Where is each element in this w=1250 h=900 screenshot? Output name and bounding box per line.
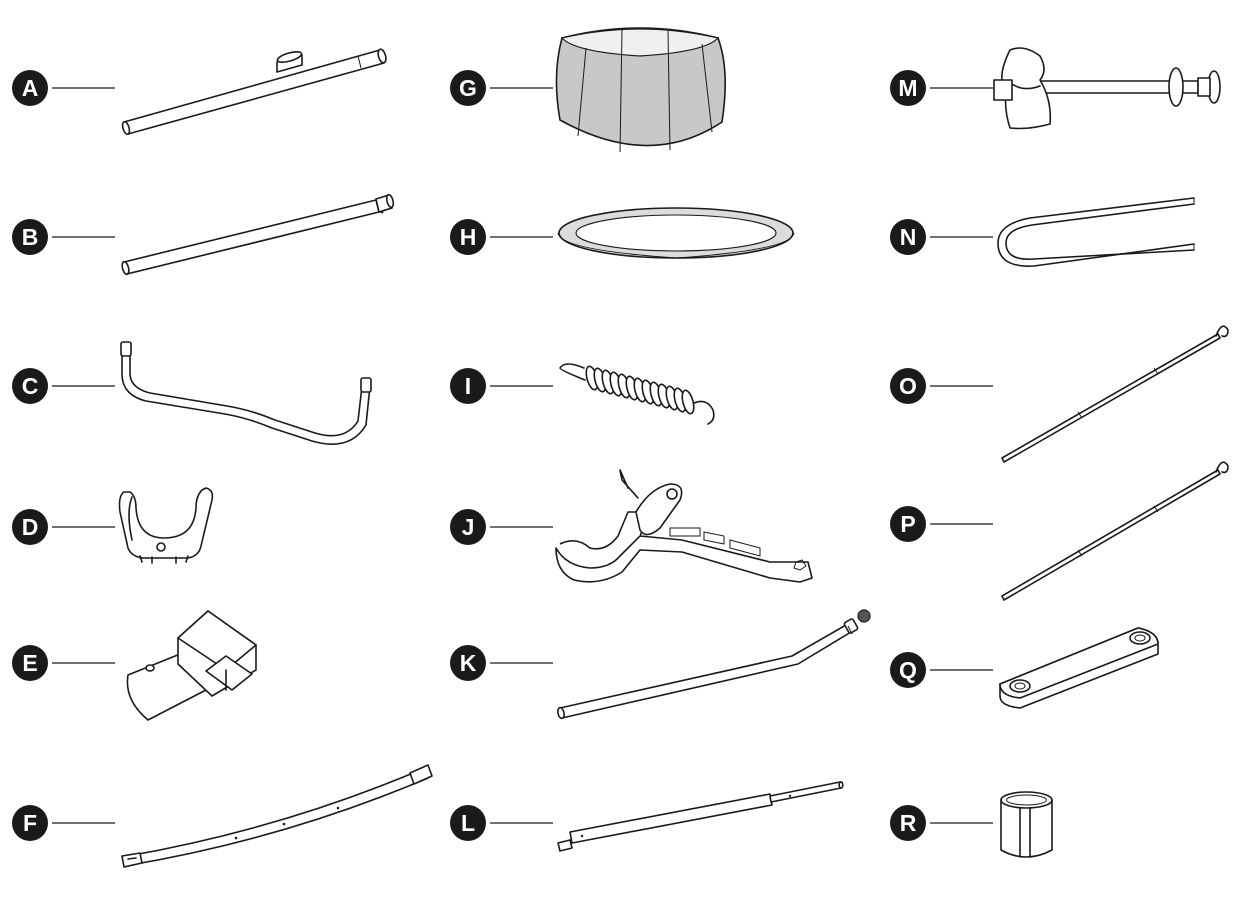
spring-puller-tool-icon	[555, 469, 813, 583]
straight-top-tube-icon	[121, 193, 395, 276]
part-label-d: D	[12, 509, 115, 545]
svg-text:D: D	[22, 514, 39, 540]
svg-text:M: M	[898, 75, 917, 101]
part-label-q: Q	[890, 652, 993, 688]
svg-text:Q: Q	[899, 657, 917, 683]
part-label-m: M	[890, 70, 993, 106]
part-label-k: K	[450, 645, 553, 681]
svg-text:L: L	[461, 810, 475, 836]
part-label-n: N	[890, 219, 993, 255]
svg-text:C: C	[22, 373, 39, 399]
top-rail-tube-with-socket-icon	[121, 48, 387, 136]
u-clip-icon	[118, 487, 214, 564]
svg-text:K: K	[460, 650, 477, 676]
part-label-c: C	[12, 368, 115, 404]
part-label-r: R	[890, 805, 993, 841]
svg-text:N: N	[900, 224, 917, 250]
part-label-h: H	[450, 219, 553, 255]
bolt-with-sleeve-and-washer-icon	[993, 47, 1221, 130]
part-label-j: J	[450, 509, 553, 545]
bent-pole-with-cap-icon	[557, 609, 871, 720]
u-shaped-rod-icon	[997, 197, 1195, 267]
safety-net-enclosure-icon	[555, 27, 726, 153]
svg-text:E: E	[22, 650, 37, 676]
svg-text:J: J	[462, 514, 475, 540]
part-label-f: F	[12, 805, 115, 841]
long-rod-with-hook-icon	[1001, 461, 1229, 601]
part-label-a: A	[12, 70, 115, 106]
part-label-o: O	[890, 368, 993, 404]
svg-text:H: H	[460, 224, 477, 250]
long-rod-with-hook-icon	[1001, 325, 1229, 463]
part-label-e: E	[12, 645, 115, 681]
part-label-l: L	[450, 805, 553, 841]
w-shaped-leg-icon	[120, 341, 372, 445]
part-label-g: G	[450, 70, 553, 106]
t-joint-connector-icon	[126, 610, 257, 721]
svg-text:I: I	[465, 373, 471, 399]
curved-enclosure-pole-icon	[121, 764, 433, 868]
jumping-mat-icon	[557, 207, 795, 259]
svg-text:B: B	[22, 224, 39, 250]
svg-text:R: R	[900, 810, 917, 836]
spring-icon	[559, 363, 715, 425]
svg-text:A: A	[22, 75, 39, 101]
part-label-i: I	[450, 368, 553, 404]
split-sleeve-icon	[1000, 791, 1053, 858]
svg-text:F: F	[23, 810, 37, 836]
svg-text:G: G	[459, 75, 477, 101]
part-label-b: B	[12, 219, 115, 255]
part-label-p: P	[890, 506, 993, 542]
svg-text:O: O	[899, 373, 917, 399]
telescopic-pole-icon	[557, 780, 844, 852]
connector-plate-icon	[999, 627, 1159, 709]
svg-text:P: P	[900, 511, 915, 537]
